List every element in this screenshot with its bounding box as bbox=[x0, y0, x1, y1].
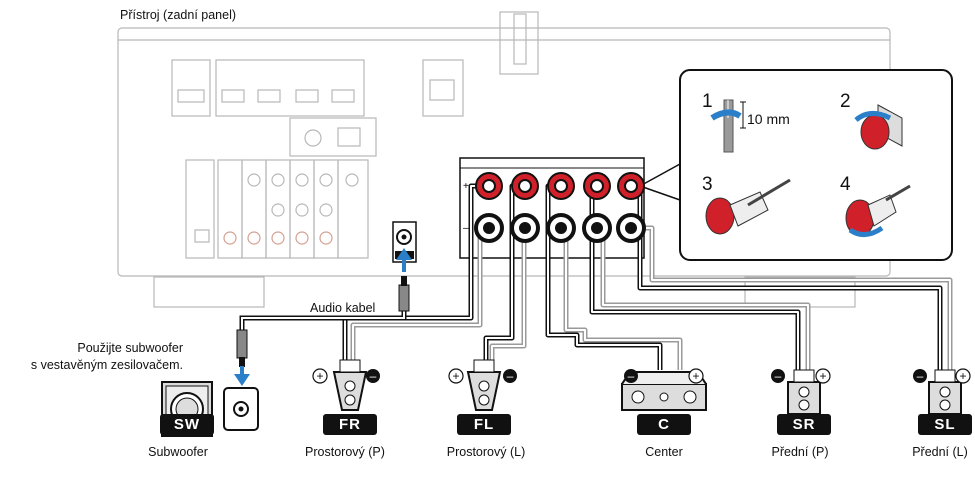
svg-text:+: + bbox=[959, 369, 966, 383]
stripped-wire-icon bbox=[710, 99, 746, 153]
badge-fl: FL bbox=[457, 414, 511, 435]
badge-fr: FR bbox=[323, 414, 377, 435]
svg-text:+: + bbox=[452, 369, 459, 383]
svg-text:–: – bbox=[917, 369, 924, 383]
label-sr: Přední (P) bbox=[771, 445, 829, 459]
svg-text:–: – bbox=[507, 369, 514, 383]
speaker-sl bbox=[928, 369, 962, 415]
receiver-rear-panel bbox=[117, 11, 891, 308]
subwoofer-note-line-1: Použijte subwoofer bbox=[77, 341, 183, 355]
speaker-fr bbox=[332, 359, 368, 411]
badge-sl: SL bbox=[918, 414, 972, 435]
terminal-posts bbox=[474, 172, 646, 243]
polarity-marks: + + + + + – – – – – bbox=[312, 368, 971, 384]
label-sl: Přední (L) bbox=[912, 445, 968, 459]
svg-text:+: + bbox=[463, 181, 469, 192]
svg-text:–: – bbox=[628, 369, 635, 383]
loosen-knob-icon bbox=[854, 104, 903, 150]
svg-text:+: + bbox=[692, 369, 699, 383]
svg-text:+: + bbox=[316, 369, 323, 383]
step-3-number: 3 bbox=[702, 174, 713, 195]
step-4-number: 4 bbox=[840, 174, 851, 195]
svg-text:–: – bbox=[370, 369, 377, 383]
svg-text:–: – bbox=[463, 223, 469, 234]
badge-c: C bbox=[637, 414, 691, 435]
badge-sw: SW bbox=[160, 414, 214, 435]
svg-text:+: + bbox=[819, 369, 826, 383]
tighten-knob-icon bbox=[845, 184, 911, 237]
audio-cable bbox=[234, 248, 412, 386]
wiring-inset-callout bbox=[639, 69, 953, 261]
badge-sr: SR bbox=[777, 414, 831, 435]
speaker-sr bbox=[787, 369, 821, 415]
subwoofer-note-line-2: s vestavěným zesilovačem. bbox=[30, 358, 183, 372]
label-subwoofer: Subwoofer bbox=[148, 445, 208, 459]
label-fl: Prostorový (L) bbox=[446, 445, 526, 459]
step-1-number: 1 bbox=[702, 91, 713, 112]
rca-jacks bbox=[223, 173, 359, 245]
strip-length-label: 10 mm bbox=[747, 111, 790, 127]
label-c: Center bbox=[645, 445, 683, 459]
insert-wire-icon bbox=[705, 178, 791, 235]
step-2-number: 2 bbox=[840, 91, 851, 112]
panel-title: Přístroj (zadní panel) bbox=[120, 8, 237, 22]
audio-cable-label: Audio kabel bbox=[310, 301, 376, 315]
speaker-fl bbox=[466, 359, 502, 411]
label-fr: Prostorový (P) bbox=[305, 445, 385, 459]
subwoofer-note: Použijte subwoofer s vestavěným zesilova… bbox=[31, 340, 183, 374]
svg-text:–: – bbox=[775, 369, 782, 383]
